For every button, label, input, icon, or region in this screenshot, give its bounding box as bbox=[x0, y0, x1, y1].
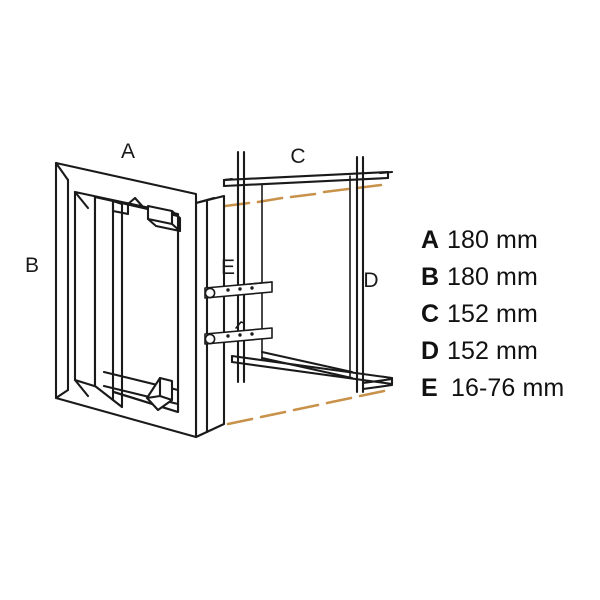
hinge-screw-hole bbox=[238, 287, 242, 291]
cut-line-segment bbox=[259, 410, 287, 419]
legend-row-a: A 180 mm bbox=[421, 226, 596, 263]
legend-value-d: 152 mm bbox=[447, 337, 538, 365]
cut-line-segment bbox=[292, 403, 320, 412]
dimension-legend: A 180 mm B 180 mm C 152 mm D 152 mm E 16… bbox=[421, 226, 596, 411]
rail-cross-extension bbox=[361, 377, 394, 385]
cut-line-segment bbox=[355, 183, 383, 190]
legend-row-e: E 16-76 mm bbox=[421, 374, 596, 411]
hinge-screw-hole bbox=[238, 333, 242, 337]
door-leaf-notch-step bbox=[111, 199, 130, 216]
wall-opening-assembly bbox=[222, 150, 394, 426]
door-flange-miter bbox=[73, 378, 90, 398]
hinge-screw-hole bbox=[226, 288, 230, 292]
cut-line-segment bbox=[226, 417, 254, 426]
door-flange-corner bbox=[54, 388, 70, 400]
door-catch-tab bbox=[146, 204, 182, 233]
hinge-pivot-hole bbox=[204, 333, 216, 345]
cut-line-segment bbox=[358, 389, 386, 398]
cut-lines bbox=[223, 183, 386, 426]
callout-b: B bbox=[25, 254, 39, 277]
frame-top-lip bbox=[194, 196, 216, 205]
callout-labels: A B C D E bbox=[25, 140, 379, 292]
legend-key-c: C bbox=[421, 300, 439, 328]
legend-key-d: D bbox=[421, 337, 439, 365]
door-flange-miter bbox=[73, 190, 90, 210]
cut-line-segment bbox=[322, 187, 350, 194]
frame-stud-left bbox=[236, 150, 246, 384]
frame-side-face bbox=[194, 194, 226, 439]
legend-value-e: 16-76 mm bbox=[451, 374, 565, 402]
cut-line-segment bbox=[325, 396, 353, 405]
legend-row-b: B 180 mm bbox=[421, 263, 596, 300]
legend-row-d: D 152 mm bbox=[421, 337, 596, 374]
legend-key-b: B bbox=[421, 263, 439, 291]
opening-bottom-ledge bbox=[260, 350, 354, 380]
hinge-screw-hole bbox=[250, 286, 254, 290]
legend-value-b: 180 mm bbox=[447, 263, 538, 291]
rail-overshoot bbox=[222, 177, 234, 182]
hinge-bracket-lower bbox=[204, 321, 273, 345]
callout-a: A bbox=[121, 140, 135, 163]
legend-key-e: E bbox=[421, 374, 438, 402]
cut-line-segment bbox=[289, 192, 317, 199]
callout-d: D bbox=[363, 269, 378, 292]
legend-value-a: 180 mm bbox=[447, 226, 538, 254]
door-leaf-edge-bottom bbox=[111, 398, 124, 409]
door-flange-corner bbox=[54, 161, 70, 182]
frame-rail-top bbox=[222, 170, 390, 188]
hinge-pivot-hole bbox=[204, 287, 216, 299]
hinge-screw-hole bbox=[250, 332, 254, 336]
hinge-bracket-upper bbox=[204, 281, 273, 299]
legend-value-c: 152 mm bbox=[447, 300, 538, 328]
rail-cross-extension bbox=[361, 383, 394, 391]
callout-e: E bbox=[221, 256, 235, 279]
legend-key-a: A bbox=[421, 226, 439, 254]
frame-rail-bottom bbox=[230, 354, 394, 386]
door-latch-block bbox=[145, 376, 174, 412]
legend-row-c: C 152 mm bbox=[421, 300, 596, 337]
hinge-brackets bbox=[204, 281, 273, 345]
frame-stud-right bbox=[355, 155, 365, 394]
panel-frame-body bbox=[194, 194, 226, 439]
access-panel-door bbox=[54, 161, 198, 439]
callout-c: C bbox=[290, 145, 305, 168]
door-leaf-stile bbox=[93, 195, 115, 402]
hinge-screw-hole bbox=[226, 334, 230, 338]
rail-overshoot bbox=[378, 170, 394, 175]
